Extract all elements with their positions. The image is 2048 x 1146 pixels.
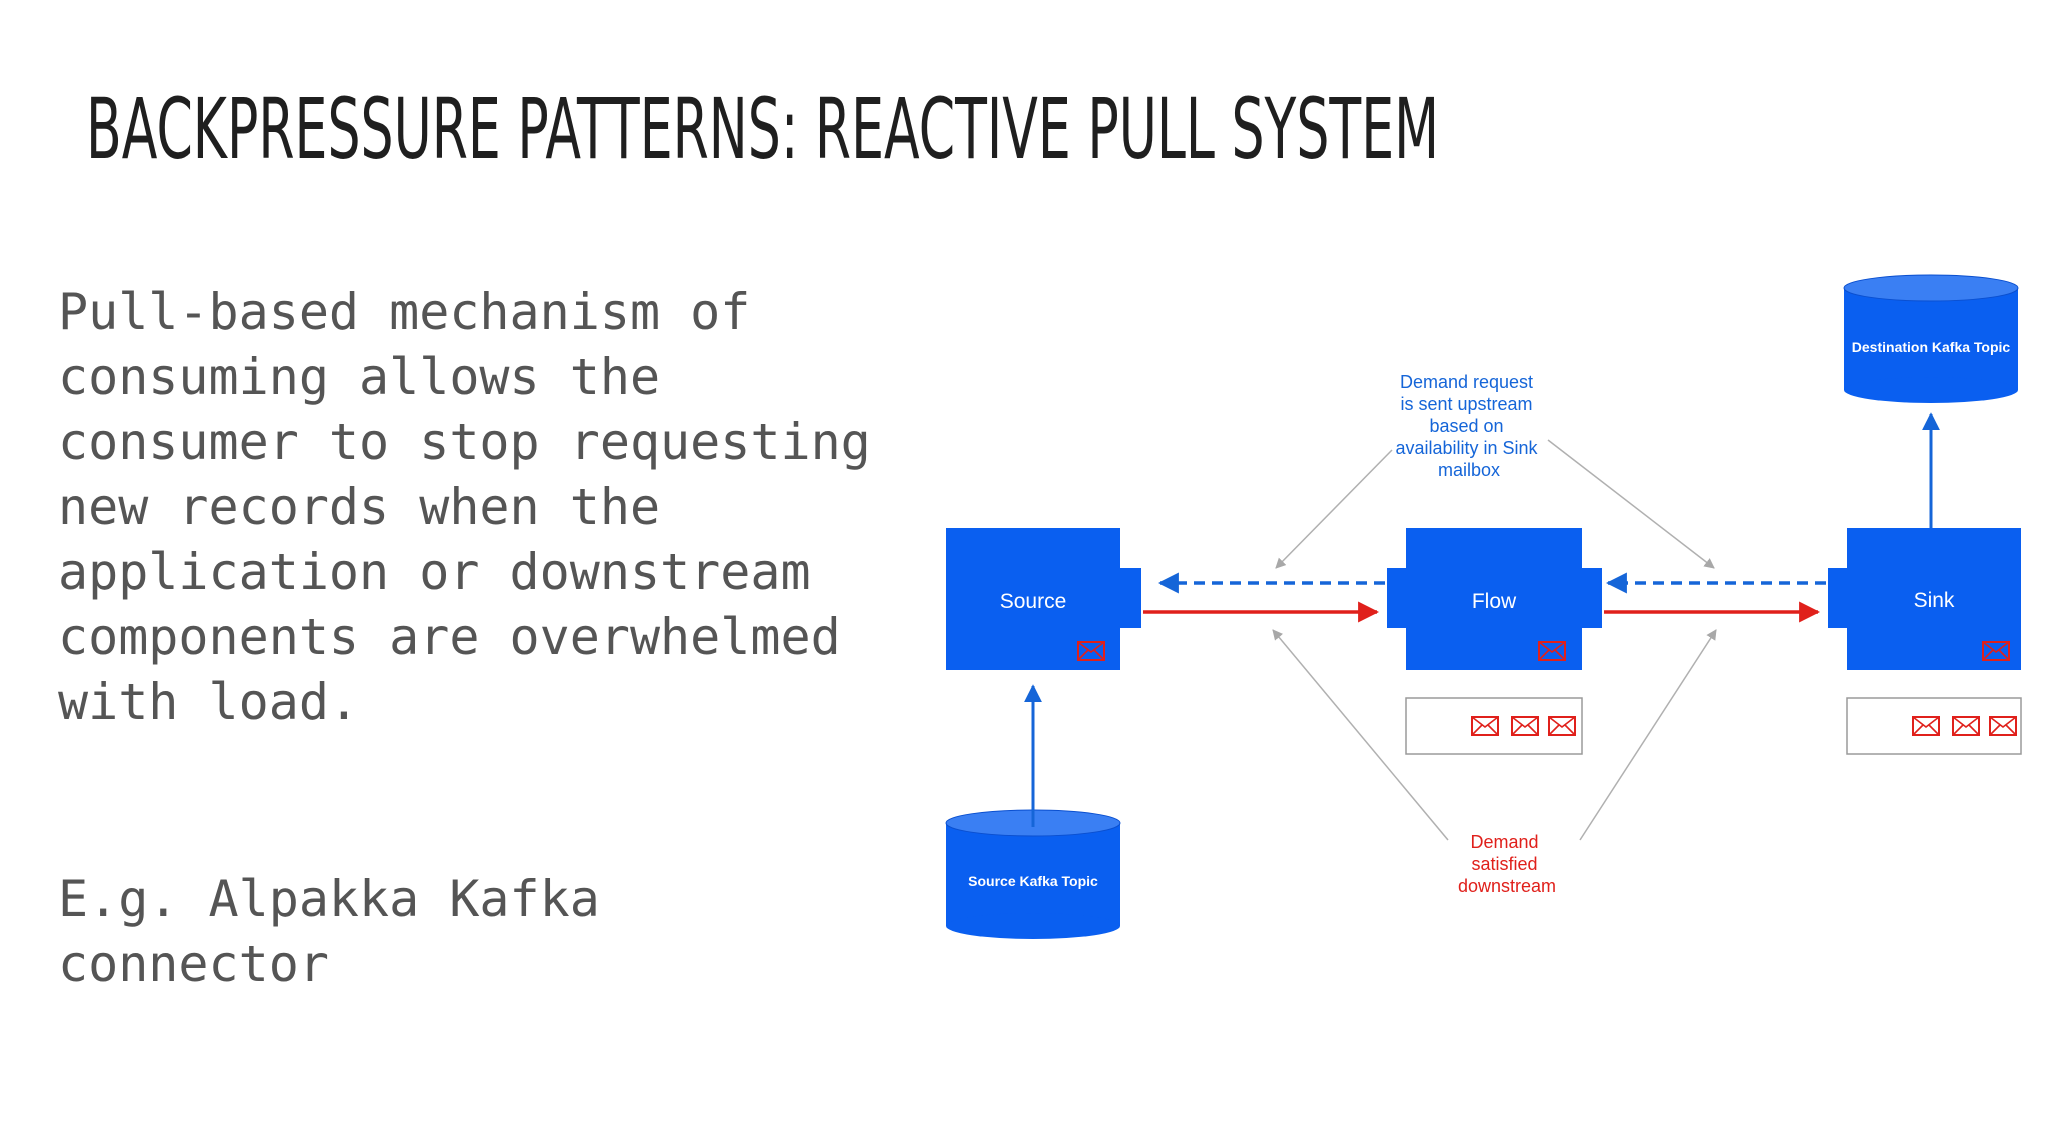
source-box: Source <box>946 528 1141 670</box>
flow-box: Flow <box>1387 528 1602 670</box>
source-kafka-topic: Source Kafka Topic <box>945 809 1121 939</box>
callout-line <box>1275 449 1393 569</box>
flow-label: Flow <box>1472 590 1517 613</box>
source-topic-label: Source Kafka Topic <box>968 873 1098 889</box>
body-paragraph: Pull-based mechanism of consuming allows… <box>58 283 871 731</box>
demand-request-note: Demand request is sent upstream based on… <box>1395 372 1542 480</box>
sink-label: Sink <box>1914 589 1955 612</box>
example-text: E.g. Alpakka Kafka connector <box>58 870 600 993</box>
callout-line <box>1272 629 1449 841</box>
callout-line <box>1547 439 1715 569</box>
flow-mailbox <box>1405 697 1583 755</box>
sink-box: Sink <box>1828 528 2021 670</box>
sink-mailbox <box>1846 697 2022 755</box>
destination-kafka-topic: Destination Kafka Topic <box>1843 274 2019 403</box>
callout-line <box>1579 629 1717 841</box>
source-label: Source <box>1000 590 1067 613</box>
destination-topic-label: Destination Kafka Topic <box>1852 339 2011 355</box>
demand-satisfied-note: Demand satisfied downstream <box>1458 832 1556 896</box>
page-title: BACKPRESSURE PATTERNS: REACTIVE PULL SYS… <box>86 80 1440 178</box>
